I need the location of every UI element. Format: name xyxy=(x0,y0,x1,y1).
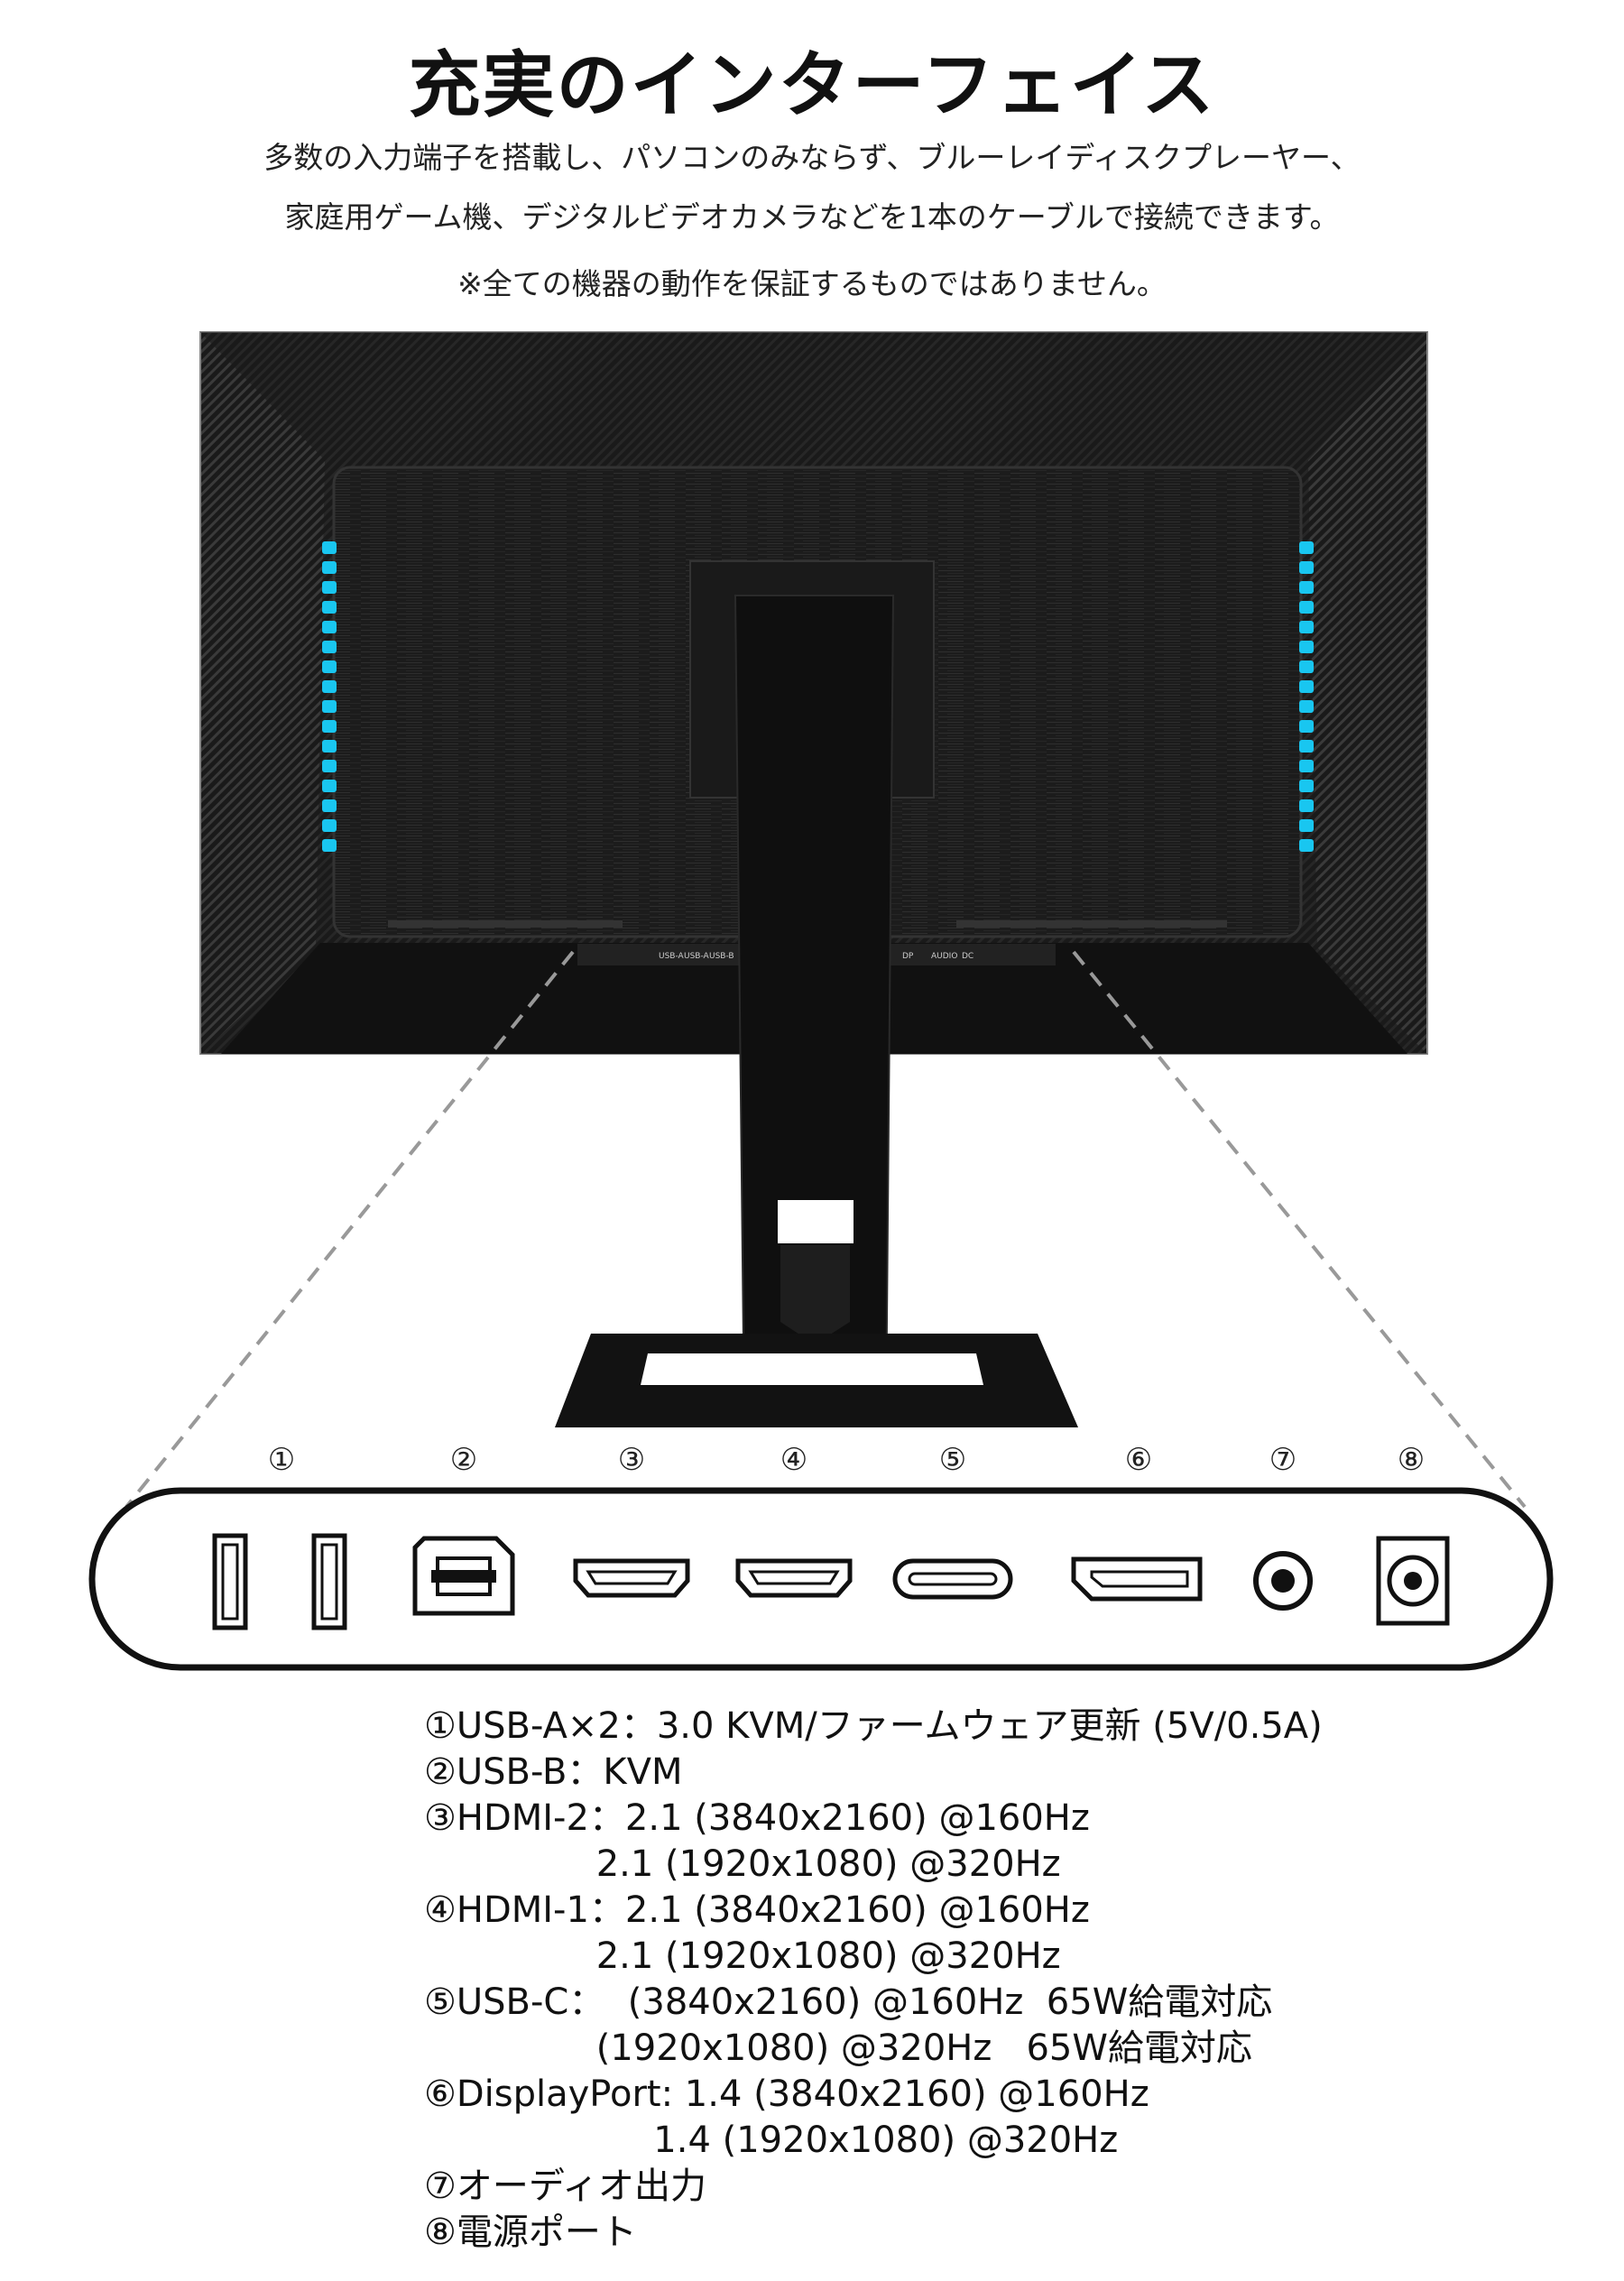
led-segment xyxy=(1299,680,1314,693)
led-segment xyxy=(322,601,337,614)
usb-c-icon xyxy=(892,1558,1013,1600)
displayport-icon xyxy=(1071,1556,1203,1602)
led-segment xyxy=(322,839,337,852)
led-segment xyxy=(1299,700,1314,713)
callout-line-right xyxy=(1072,950,1527,1509)
spec-line: ⑤USB-C： (3840x2160) @160Hz 65W給電対応 xyxy=(424,1981,1273,2023)
hdmi-icon xyxy=(573,1558,690,1598)
port-number-5: ⑤ xyxy=(938,1442,967,1478)
audio-jack-icon xyxy=(1253,1551,1313,1611)
usb-b-icon xyxy=(412,1536,515,1616)
port-number-2: ② xyxy=(449,1442,478,1478)
led-segment xyxy=(1299,819,1314,832)
port-label-audio: AUDIO xyxy=(931,952,957,961)
led-segment xyxy=(322,660,337,673)
port-label-usb-a-1: USB-A xyxy=(659,952,685,961)
port-number-8: ⑧ xyxy=(1397,1442,1426,1478)
spec-line: 1.4 (1920x1080) @320Hz xyxy=(424,2119,1119,2161)
page-title: 充実のインターフェイス xyxy=(408,43,1216,127)
led-segment xyxy=(322,541,337,554)
spec-line: ①USB-A×2：3.0 KVM/ファームウェア更新 (5V/0.5A) xyxy=(424,1705,1323,1747)
spec-line: 2.1 (1920x1080) @320Hz xyxy=(424,1935,1061,1977)
cable-management-hole xyxy=(778,1200,854,1243)
vent-slots-right xyxy=(956,920,1227,928)
spec-line: (1920x1080) @320Hz 65W給電対応 xyxy=(424,2027,1252,2069)
port-label-dp: DP xyxy=(902,952,914,961)
monitor-stand xyxy=(555,560,1078,1427)
led-segment xyxy=(1299,740,1314,753)
port-label-usb-a-2: USB-A xyxy=(684,952,710,961)
led-segment xyxy=(1299,799,1314,812)
led-segment xyxy=(322,720,337,733)
port-number-3: ③ xyxy=(617,1442,646,1478)
spec-line: ⑥DisplayPort: 1.4 (3840x2160) @160Hz xyxy=(424,2073,1149,2115)
port-label-usb-b: USB-B xyxy=(709,952,734,961)
led-segment xyxy=(1299,561,1314,574)
led-segment xyxy=(322,799,337,812)
vent-slots-left xyxy=(388,920,623,928)
port-number-1: ① xyxy=(267,1442,296,1478)
led-strip-right xyxy=(1299,541,1314,852)
led-segment xyxy=(322,581,337,594)
spec-line: ⑦オーディオ出力 xyxy=(424,2166,707,2207)
led-strip-left xyxy=(322,541,337,852)
description-line-1: 多数の入力端子を搭載し、パソコンのみならず、ブルーレイディスクプレーヤー、 xyxy=(263,140,1361,175)
led-segment xyxy=(1299,621,1314,633)
led-segment xyxy=(322,780,337,792)
hdmi-icon xyxy=(735,1558,853,1598)
led-segment xyxy=(322,700,337,713)
usb-a-icon xyxy=(212,1533,347,1630)
dc-power-icon xyxy=(1376,1536,1450,1626)
led-segment xyxy=(1299,660,1314,673)
spec-line: 2.1 (1920x1080) @320Hz xyxy=(424,1843,1061,1885)
port-label-dc: DC xyxy=(962,952,973,961)
port-number-4: ④ xyxy=(780,1442,808,1478)
led-segment xyxy=(1299,541,1314,554)
led-segment xyxy=(322,680,337,693)
disclaimer-note: ※全ての機器の動作を保証するものではありません。 xyxy=(457,266,1167,301)
led-segment xyxy=(322,819,337,832)
port-number-7: ⑦ xyxy=(1269,1442,1297,1478)
led-segment xyxy=(322,760,337,772)
led-segment xyxy=(1299,760,1314,772)
led-segment xyxy=(1299,581,1314,594)
led-segment xyxy=(1299,780,1314,792)
spec-line: ③HDMI-2：2.1 (3840x2160) @160Hz xyxy=(424,1797,1090,1839)
led-segment xyxy=(1299,601,1314,614)
led-segment xyxy=(1299,641,1314,653)
led-segment xyxy=(1299,720,1314,733)
led-segment xyxy=(322,621,337,633)
port-spec-list: ①USB-A×2：3.0 KVM/ファームウェア更新 (5V/0.5A) ②US… xyxy=(424,1704,1323,2256)
description-line-2: 家庭用ゲーム機、デジタルビデオカメラなどを1本のケーブルで接続できます。 xyxy=(284,199,1340,235)
led-segment xyxy=(1299,839,1314,852)
led-segment xyxy=(322,641,337,653)
port-number-6: ⑥ xyxy=(1124,1442,1153,1478)
spec-line: ④HDMI-1：2.1 (3840x2160) @160Hz xyxy=(424,1889,1090,1931)
led-segment xyxy=(322,740,337,753)
spec-line: ②USB-B：KVM xyxy=(424,1751,683,1793)
spec-line: ⑧電源ポート xyxy=(424,2212,637,2253)
led-segment xyxy=(322,561,337,574)
callout-line-left xyxy=(125,950,575,1509)
